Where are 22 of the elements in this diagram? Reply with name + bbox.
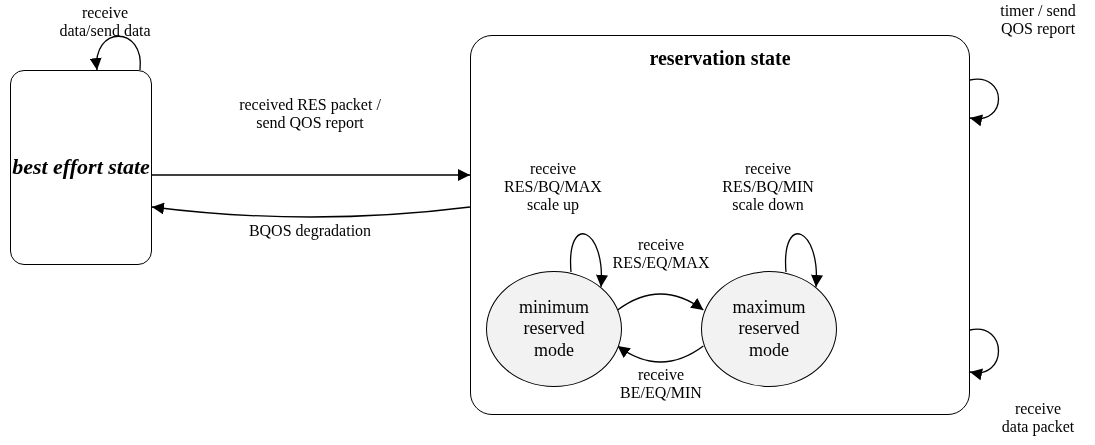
transition-arrow <box>969 78 1000 126</box>
state-box <box>10 70 152 265</box>
state-label: best effort state <box>12 154 150 181</box>
mode-label: minimum reserved mode <box>518 296 590 362</box>
edge-label: timer / send QOS report <box>999 2 1077 38</box>
edge-label: receive data/send data <box>58 4 152 40</box>
state-title: reservation state <box>649 46 791 70</box>
transition-arrow <box>151 202 471 218</box>
edge-label: receive data packet <box>1000 400 1076 436</box>
edge-label: receive RES/EQ/MAX <box>611 236 711 272</box>
transition-arrow <box>90 35 141 71</box>
transition-arrow <box>617 293 704 311</box>
transition-arrow <box>969 328 1000 379</box>
edge-label: received RES packet / send QOS report <box>238 96 382 132</box>
edge-label: receive RES/BQ/MIN scale down <box>721 160 815 214</box>
transition-arrow <box>617 345 704 363</box>
mode-label: maximum reserved mode <box>731 296 807 362</box>
state-container <box>470 35 970 415</box>
edge-label: BQOS degradation <box>247 222 373 240</box>
transition-arrow <box>151 169 471 181</box>
edge-label: receive BE/EQ/MIN <box>619 366 703 402</box>
edge-label: receive RES/BQ/MAX scale up <box>503 160 603 214</box>
